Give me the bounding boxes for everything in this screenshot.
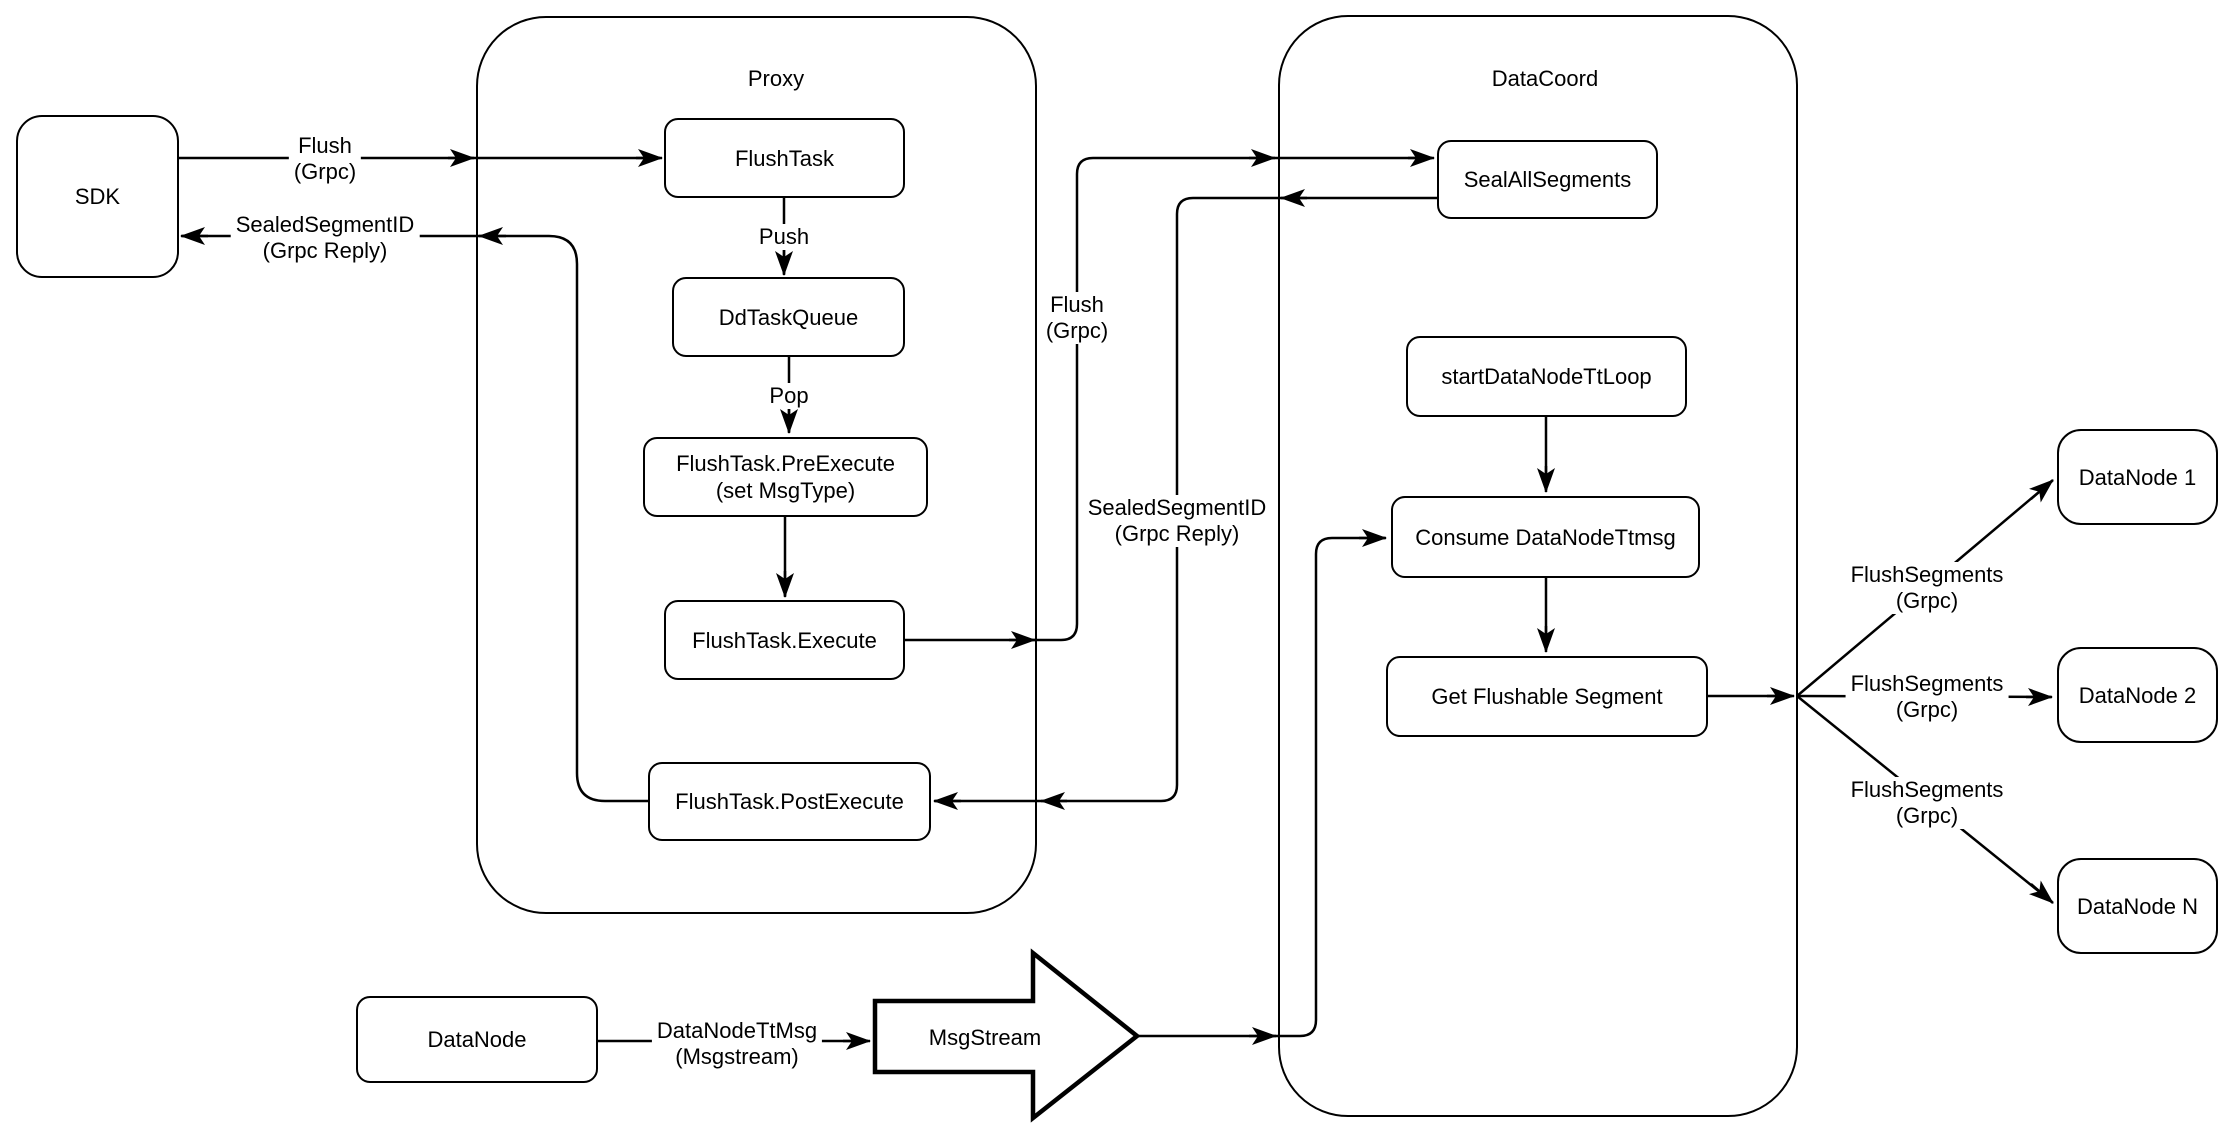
proxy-title: Proxy	[747, 66, 805, 91]
node-startdatanodettloop: startDataNodeTtLoop	[1406, 336, 1687, 417]
container-datacoord	[1278, 15, 1798, 1117]
node-ddtaskqueue: DdTaskQueue	[672, 277, 905, 357]
node-flushtask-execute: FlushTask.Execute	[664, 600, 905, 680]
node-flushtask: FlushTask	[664, 118, 905, 198]
container-proxy	[476, 16, 1037, 914]
node-datanode-2: DataNode 2	[2057, 647, 2218, 743]
node-datanode-1: DataNode 1	[2057, 429, 2218, 525]
msgstream-label: MsgStream	[928, 1025, 1042, 1050]
msgstream-shape	[872, 948, 1141, 1123]
edge-label-flushsegments-3: FlushSegments (Grpc)	[1845, 777, 2009, 829]
edge-label-sealedsegmentid-sdk: SealedSegmentID (Grpc Reply)	[230, 212, 420, 264]
node-get-flushable-segment: Get Flushable Segment	[1386, 656, 1708, 737]
arrowheads	[180, 149, 2054, 1050]
node-datanode-n: DataNode N	[2057, 858, 2218, 954]
node-sealallsegments: SealAllSegments	[1437, 140, 1658, 219]
edge-label-sealedsegmentid-mid: SealedSegmentID (Grpc Reply)	[1082, 495, 1272, 547]
edge-label-flush-grpc-mid: Flush (Grpc)	[1040, 292, 1114, 344]
edge-label-pop: Pop	[764, 383, 814, 409]
edge-label-flushsegments-1: FlushSegments (Grpc)	[1845, 562, 2009, 614]
edge-label-datanodettmsg: DataNodeTtMsg (Msgstream)	[651, 1018, 823, 1070]
datacoord-title: DataCoord	[1491, 66, 1599, 91]
edge-msgstream-to-consume	[1137, 536, 1385, 1038]
node-consume-datanodettmsg: Consume DataNodeTtmsg	[1391, 496, 1700, 578]
edge-postexecute-to-sdk	[182, 234, 648, 803]
edge-label-flush-grpc-sdk: Flush (Grpc)	[288, 133, 362, 185]
node-flushtask-preexecute: FlushTask.PreExecute (set MsgType)	[643, 437, 928, 517]
edge-execute-to-sealallsegments	[904, 156, 1432, 642]
edge-label-flushsegments-2: FlushSegments (Grpc)	[1845, 671, 2009, 723]
edge-label-push: Push	[753, 224, 815, 250]
node-datanode: DataNode	[356, 996, 598, 1083]
node-flushtask-postexecute: FlushTask.PostExecute	[648, 762, 931, 841]
node-sdk: SDK	[16, 115, 179, 278]
